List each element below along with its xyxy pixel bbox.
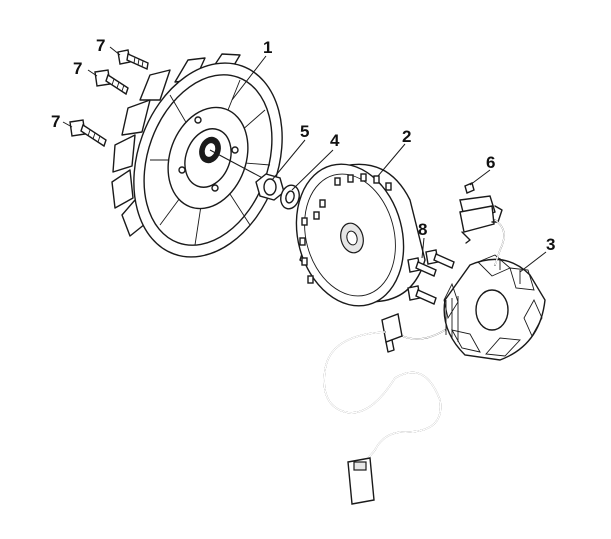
callout-washer: 4 xyxy=(330,131,340,150)
flywheel-fan xyxy=(111,53,283,258)
callout-stator: 3 xyxy=(546,235,555,254)
washer-icon xyxy=(280,184,300,210)
rotor xyxy=(295,163,426,307)
wiring-harness xyxy=(323,219,505,505)
callout-rotor: 2 xyxy=(402,127,411,146)
callout-bolt-b: 7 xyxy=(73,59,82,78)
bolt-c-icon xyxy=(69,119,107,148)
pulser-screw-icon xyxy=(459,182,503,244)
callout-bolt-a: 7 xyxy=(96,36,105,55)
stator-bolt-icon xyxy=(407,249,455,305)
callout-stator-bolt: 8 xyxy=(418,220,427,239)
callout-flywheel: 1 xyxy=(263,38,272,57)
leader-lines xyxy=(62,46,547,273)
bolt-a-icon xyxy=(117,49,149,71)
callout-bolt-c: 7 xyxy=(51,112,60,131)
callout-pulser-screw: 6 xyxy=(486,153,495,172)
bolt-b-icon xyxy=(94,69,129,96)
stator xyxy=(443,254,546,361)
callouts: 1 2 3 4 5 6 7 7 7 8 xyxy=(51,36,555,254)
callout-nut: 5 xyxy=(300,122,309,141)
nut-icon xyxy=(255,173,285,201)
